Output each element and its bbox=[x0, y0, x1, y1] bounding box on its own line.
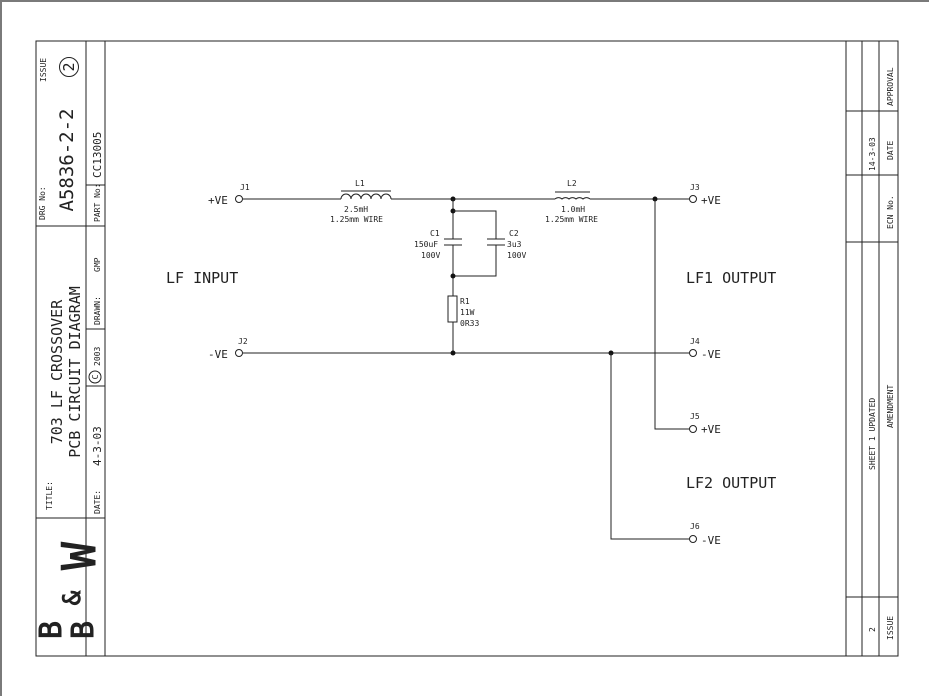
junction-c2-bottom bbox=[450, 273, 456, 279]
part-number: CC13005 bbox=[91, 132, 104, 178]
wire-c2-bottom bbox=[453, 245, 497, 277]
lf-input-label: LF INPUT bbox=[166, 269, 238, 287]
logo-letter-w: W bbox=[52, 542, 106, 570]
j4-label: -VE bbox=[701, 348, 721, 361]
logo-letter-b-bottom: B bbox=[66, 621, 101, 639]
copyright-symbol: C bbox=[91, 374, 100, 379]
c2-rating: 100V bbox=[507, 251, 526, 260]
terminal-j6: J6 -VE bbox=[689, 522, 721, 547]
r1-ref: R1 bbox=[460, 297, 470, 306]
j5-label: +VE bbox=[701, 423, 721, 436]
lf1-output-label: LF1 OUTPUT bbox=[686, 269, 776, 287]
j5-ref: J5 bbox=[690, 412, 700, 421]
terminal-j5: J5 +VE bbox=[689, 412, 721, 436]
title-block: TITLE: 703 LF CROSSOVER PCB CIRCUIT DIAG… bbox=[34, 41, 107, 656]
drawn-label: DRAWN: bbox=[93, 296, 102, 325]
issue-number: 2 bbox=[60, 62, 78, 71]
drg-label: DRG No: bbox=[38, 186, 47, 220]
title-line-2: PCB CIRCUIT DIAGRAM bbox=[66, 286, 84, 458]
terminal-j4: J4 -VE bbox=[689, 337, 721, 361]
terminal-j3: J3 +VE bbox=[689, 183, 721, 207]
drawn-value: GMP bbox=[93, 257, 102, 272]
logo-letter-b-top: B bbox=[34, 621, 69, 639]
drg-number: A5836-2-2 bbox=[56, 109, 78, 212]
inductor-l2: L2 1.0mH 1.25mm WIRE bbox=[545, 179, 598, 224]
issue-label: ISSUE bbox=[39, 58, 48, 82]
inductor-l1: L1 2.5mH 1.25mm WIRE bbox=[330, 179, 392, 224]
window-left-edge bbox=[0, 0, 2, 696]
j1-label: +VE bbox=[208, 194, 228, 207]
j1-ref: J1 bbox=[240, 183, 250, 192]
c2-value: 3u3 bbox=[507, 240, 522, 249]
l2-ref: L2 bbox=[567, 179, 577, 188]
l2-value: 1.0mH bbox=[561, 205, 585, 214]
l1-value: 2.5mH bbox=[344, 205, 368, 214]
capacitor-c2: C2 3u3 100V bbox=[487, 229, 526, 260]
issue-circle bbox=[59, 57, 79, 77]
amendment-block: APPROVAL DATE 14-3-03 ECN No. AMENDMENT … bbox=[845, 41, 898, 656]
date-label: DATE: bbox=[93, 490, 102, 514]
j3-ref: J3 bbox=[690, 183, 700, 192]
amendment-date-value: 14-3-03 bbox=[868, 137, 877, 171]
logo-ampersand: & bbox=[58, 590, 86, 605]
approval-label: APPROVAL bbox=[886, 67, 895, 106]
terminal-j1: J1 +VE bbox=[208, 183, 250, 207]
date-value: 4-3-03 bbox=[91, 426, 104, 466]
terminal-j2: J2 -VE bbox=[208, 337, 248, 361]
r1-power: 11W bbox=[460, 308, 475, 317]
amendment-label: AMENDMENT bbox=[886, 384, 895, 428]
c1-rating: 100V bbox=[421, 251, 440, 260]
part-label: PART No: bbox=[93, 183, 102, 222]
r1-value: 0R33 bbox=[460, 319, 479, 328]
j2-ref: J2 bbox=[238, 337, 248, 346]
j3-label: +VE bbox=[701, 194, 721, 207]
wire-c2-top bbox=[453, 210, 497, 239]
title-label: TITLE: bbox=[45, 481, 54, 510]
c2-ref: C2 bbox=[509, 229, 519, 238]
j6-label: -VE bbox=[701, 534, 721, 547]
schematic: LF INPUT LF1 OUTPUT LF2 OUTPUT J1 +VE L1… bbox=[166, 179, 776, 547]
title-line-1: 703 LF CROSSOVER bbox=[48, 299, 66, 444]
junction-ground-r1 bbox=[450, 350, 456, 356]
issue-header-label: ISSUE bbox=[886, 616, 895, 640]
ecn-label: ECN No. bbox=[886, 195, 895, 229]
copyright-circle bbox=[88, 370, 102, 384]
wire-to-j6 bbox=[610, 353, 689, 540]
copyright-year: 2003 bbox=[93, 347, 102, 366]
j2-label: -VE bbox=[208, 348, 228, 361]
amendment-text: SHEET 1 UPDATED bbox=[868, 398, 877, 470]
capacitor-c1: C1 150uF 100V bbox=[414, 229, 462, 260]
sheet-border bbox=[35, 40, 899, 657]
c1-ref: C1 bbox=[430, 229, 440, 238]
j4-ref: J4 bbox=[690, 337, 700, 346]
l1-note: 1.25mm WIRE bbox=[330, 215, 383, 224]
j6-ref: J6 bbox=[690, 522, 700, 531]
bw-logo: B B & W bbox=[34, 541, 107, 639]
lf2-output-label: LF2 OUTPUT bbox=[686, 474, 776, 492]
amendment-issue-value: 2 bbox=[868, 627, 877, 632]
wire-to-j5 bbox=[654, 199, 689, 430]
l2-note: 1.25mm WIRE bbox=[545, 215, 598, 224]
l1-ref: L1 bbox=[355, 179, 365, 188]
window-top-edge bbox=[0, 0, 929, 2]
date-header-label: DATE bbox=[886, 141, 895, 160]
c1-value: 150uF bbox=[414, 240, 438, 249]
